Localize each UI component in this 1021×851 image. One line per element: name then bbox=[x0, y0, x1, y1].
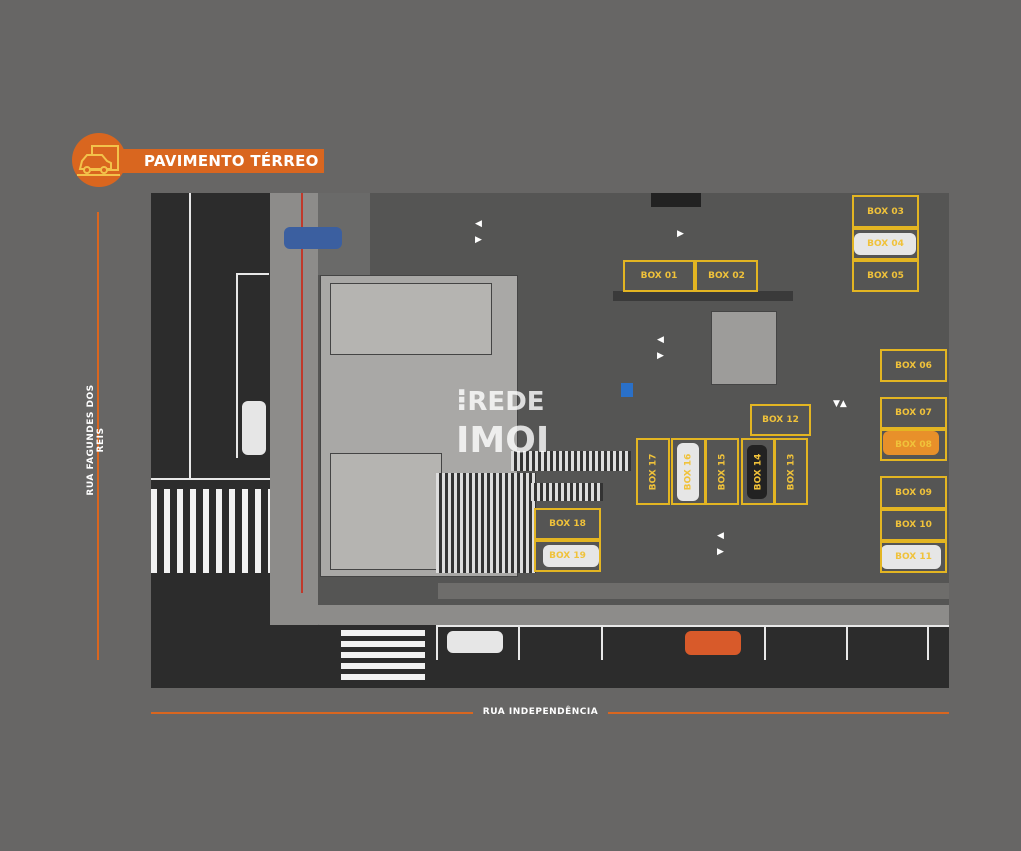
parking-line bbox=[927, 625, 929, 660]
bike-rack bbox=[511, 451, 631, 471]
party-room bbox=[330, 453, 442, 570]
box-label: BOX 15 bbox=[717, 453, 728, 490]
service-room bbox=[711, 311, 777, 385]
direction-arrow-icon: ◀ bbox=[657, 335, 664, 345]
lane-line bbox=[189, 193, 191, 478]
car bbox=[447, 631, 503, 653]
street-label-left: RUA FAGUNDES DOS REIS bbox=[86, 384, 106, 496]
sidewalk-left bbox=[270, 193, 318, 625]
car bbox=[881, 545, 941, 569]
accessibility-icon bbox=[621, 383, 633, 397]
street-line-bottom-right bbox=[608, 712, 949, 714]
watermark-line1: REDE bbox=[467, 387, 545, 417]
parking-box-08[interactable]: BOX 08 bbox=[880, 429, 947, 461]
page-title: PAVIMENTO TÉRREO bbox=[122, 149, 324, 173]
parking-line bbox=[601, 625, 603, 660]
parking-line bbox=[436, 625, 438, 660]
parking-box-06[interactable]: BOX 06 bbox=[880, 349, 947, 382]
crosswalk-bottom bbox=[341, 630, 425, 682]
parking-line bbox=[518, 625, 520, 660]
bike-rack bbox=[436, 473, 536, 573]
box-label: BOX 14 bbox=[753, 453, 764, 490]
parking-box-16[interactable]: BOX 16 bbox=[671, 438, 706, 505]
car bbox=[854, 233, 916, 255]
parking-line bbox=[764, 625, 766, 660]
planter-strip bbox=[438, 583, 949, 599]
street-label-bottom: RUA INDEPENDÊNCIA bbox=[482, 707, 599, 717]
car bbox=[284, 227, 342, 249]
direction-arrow-icon: ▶ bbox=[475, 235, 482, 245]
car bbox=[677, 443, 699, 501]
parking-box-18[interactable]: BOX 18 bbox=[534, 508, 601, 540]
box-label: BOX 17 bbox=[648, 453, 659, 490]
car bbox=[747, 445, 767, 499]
parking-box-17[interactable]: BOX 17 bbox=[636, 438, 670, 505]
watermark-line2: IMOI bbox=[456, 420, 550, 461]
car bbox=[543, 545, 599, 567]
parking-box-02[interactable]: BOX 02 bbox=[695, 260, 758, 292]
box-label: BOX 16 bbox=[683, 453, 694, 490]
bike-rack bbox=[531, 483, 603, 501]
parking-box-04[interactable]: BOX 04 bbox=[852, 228, 919, 260]
direction-arrow-icon: ◀ bbox=[717, 531, 724, 541]
wall bbox=[613, 291, 793, 301]
parking-box-13[interactable]: BOX 13 bbox=[774, 438, 808, 505]
direction-arrow-icon: ▶ bbox=[657, 351, 664, 361]
parking-line bbox=[236, 273, 238, 458]
garage-gate bbox=[651, 193, 701, 207]
bike-lane-line bbox=[301, 193, 303, 593]
parking-box-11[interactable]: BOX 11 bbox=[880, 541, 947, 573]
car-garage-icon bbox=[72, 133, 126, 187]
parking-line bbox=[846, 625, 848, 660]
direction-arrow-icon: ▶ bbox=[717, 547, 724, 557]
parking-line bbox=[236, 273, 269, 275]
floor-plan: ◀ ▶ ▶ ◀ ▶ ◀ ▶ ▼▲ BOX 01 BOX 02 BOX 03 BO… bbox=[151, 193, 949, 688]
car bbox=[883, 431, 939, 455]
parking-box-01[interactable]: BOX 01 bbox=[623, 260, 695, 292]
lane-line bbox=[151, 478, 270, 480]
street-line-left bbox=[97, 212, 99, 660]
parking-box-03[interactable]: BOX 03 bbox=[852, 195, 919, 228]
car bbox=[685, 631, 741, 655]
parking-box-15[interactable]: BOX 15 bbox=[705, 438, 739, 505]
parking-box-14[interactable]: BOX 14 bbox=[741, 438, 775, 505]
parking-box-05[interactable]: BOX 05 bbox=[852, 260, 919, 292]
parking-box-10[interactable]: BOX 10 bbox=[880, 509, 947, 541]
parking-box-12[interactable]: BOX 12 bbox=[750, 404, 811, 436]
box-label: BOX 13 bbox=[786, 453, 797, 490]
street-line-bottom-left bbox=[151, 712, 473, 714]
crosswalk-left bbox=[151, 489, 270, 573]
parking-box-19[interactable]: BOX 19 bbox=[534, 540, 601, 572]
parking-line bbox=[436, 625, 949, 627]
parking-box-09[interactable]: BOX 09 bbox=[880, 476, 947, 509]
direction-arrow-icon: ▼▲ bbox=[833, 399, 847, 409]
direction-arrow-icon: ▶ bbox=[677, 229, 684, 239]
direction-arrow-icon: ◀ bbox=[475, 219, 482, 229]
car bbox=[242, 401, 266, 455]
parking-box-07[interactable]: BOX 07 bbox=[880, 397, 947, 429]
watermark-logo: ⁝REDE bbox=[456, 383, 545, 418]
lounge-room bbox=[330, 283, 492, 355]
